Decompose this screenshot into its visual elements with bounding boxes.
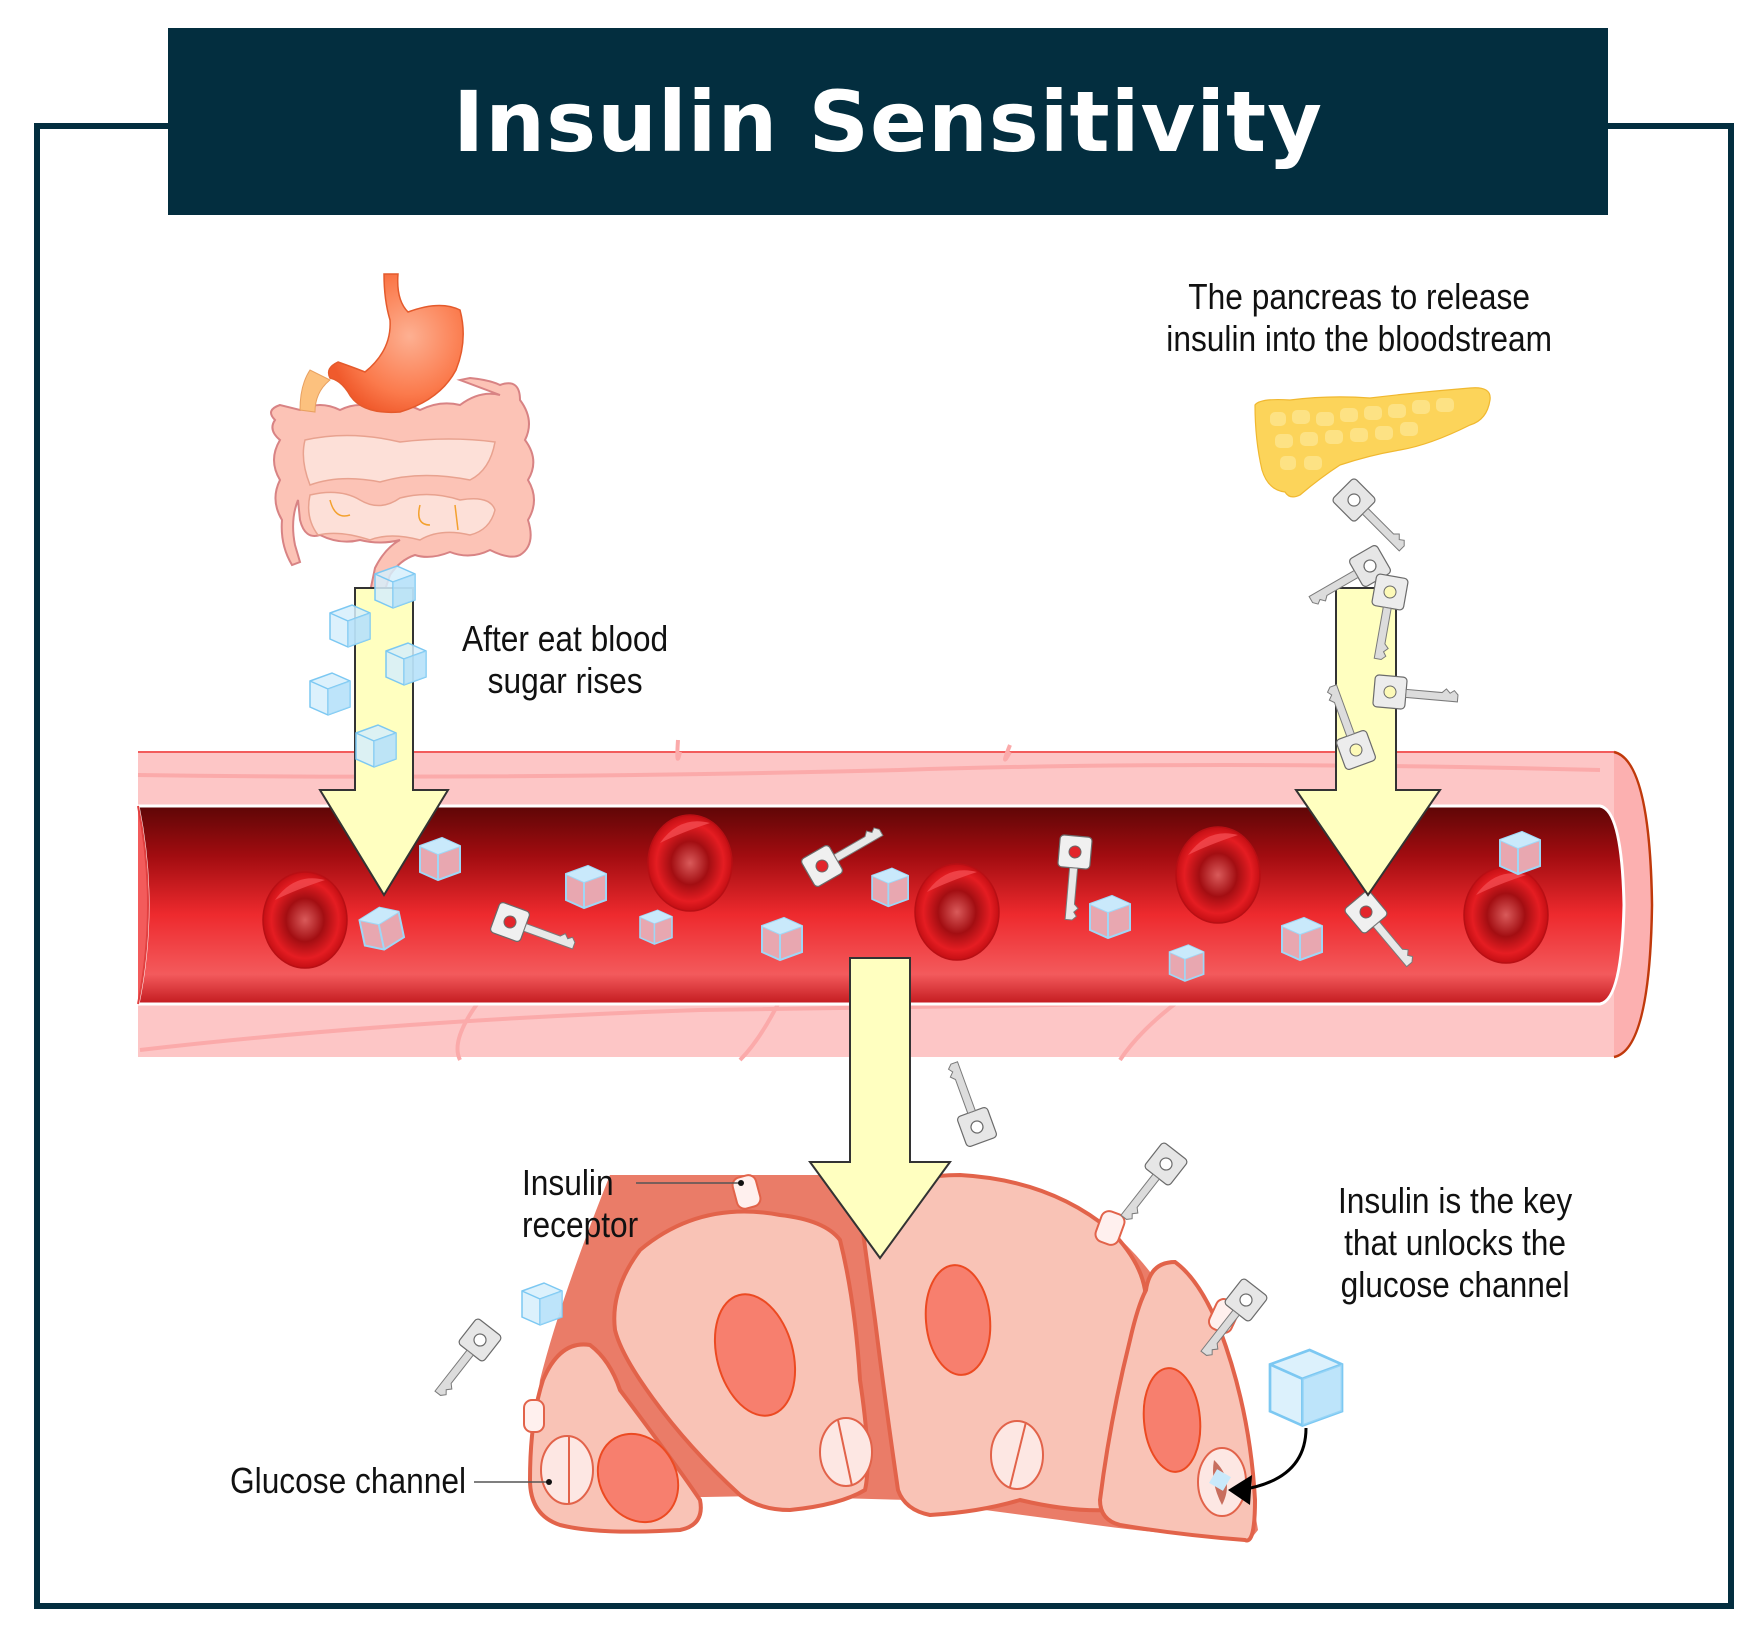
glucose-cube-icon bbox=[761, 917, 803, 961]
glucose-cube-icon bbox=[355, 724, 397, 768]
glucose-cube-icon bbox=[521, 1282, 563, 1326]
down-arrow-icon bbox=[808, 957, 952, 1260]
key-note-label: Insulin is the key that unlocks the gluc… bbox=[1337, 1180, 1573, 1305]
red-blood-cell-icon bbox=[914, 863, 1000, 961]
stomach-icon bbox=[299, 273, 464, 414]
glucose-channel bbox=[540, 1435, 594, 1505]
glucose-cube-icon bbox=[419, 837, 461, 881]
glucose-cube-icon bbox=[1281, 917, 1323, 961]
glucose-cube-icon bbox=[1089, 895, 1131, 939]
pancreas-icon bbox=[1254, 387, 1491, 498]
digestive-system bbox=[270, 273, 535, 594]
title-banner: Insulin Sensitivity bbox=[168, 28, 1608, 215]
glucose-cube-icon bbox=[309, 672, 351, 716]
insulin-receptor bbox=[1094, 1210, 1126, 1246]
intestine-icon bbox=[270, 376, 535, 594]
glucose-cube-icon bbox=[1499, 831, 1541, 875]
nucleus bbox=[924, 1264, 992, 1376]
insulin-key-icon bbox=[1372, 674, 1460, 715]
glucose-cube-icon bbox=[1168, 944, 1205, 982]
glucose-cube-icon bbox=[871, 867, 910, 908]
insulin-key-icon bbox=[424, 1316, 504, 1405]
glucose-cube-icon bbox=[639, 909, 673, 945]
nucleus bbox=[713, 1293, 797, 1417]
digestion-label: After eat blood sugar rises bbox=[462, 618, 669, 701]
insulin-key-icon bbox=[1110, 1140, 1190, 1229]
glucose-channel-open bbox=[1197, 1447, 1247, 1517]
red-blood-cell-icon bbox=[647, 814, 733, 912]
nucleus bbox=[596, 1432, 680, 1524]
nucleus bbox=[1142, 1367, 1202, 1473]
red-blood-cell-icon bbox=[262, 871, 348, 969]
insulin-receptor bbox=[523, 1399, 545, 1433]
tissue-cells bbox=[523, 1172, 1258, 1543]
insulin-key-icon bbox=[938, 1057, 999, 1149]
glucose-channel-label: Glucose channel bbox=[230, 1460, 466, 1501]
glucose-cube-icon bbox=[565, 865, 607, 909]
glucose-cube-icon bbox=[329, 604, 371, 648]
pancreas-label: The pancreas to release insulin into the… bbox=[1166, 276, 1552, 359]
insulin-receptor-label: Insulin receptor bbox=[522, 1162, 639, 1245]
glucose-cube-icon bbox=[1268, 1348, 1344, 1427]
glucose-cube-icon bbox=[385, 642, 427, 686]
red-blood-cell-icon bbox=[1463, 866, 1549, 964]
glucose-channel bbox=[990, 1420, 1044, 1490]
arrowhead-icon bbox=[1228, 1475, 1252, 1505]
glucose-channel bbox=[819, 1417, 873, 1487]
curved-arrow-icon bbox=[1239, 1427, 1308, 1492]
glucose-cube-icon bbox=[374, 565, 416, 609]
page-title: Insulin Sensitivity bbox=[453, 72, 1323, 171]
red-blood-cell-icon bbox=[1175, 826, 1261, 924]
